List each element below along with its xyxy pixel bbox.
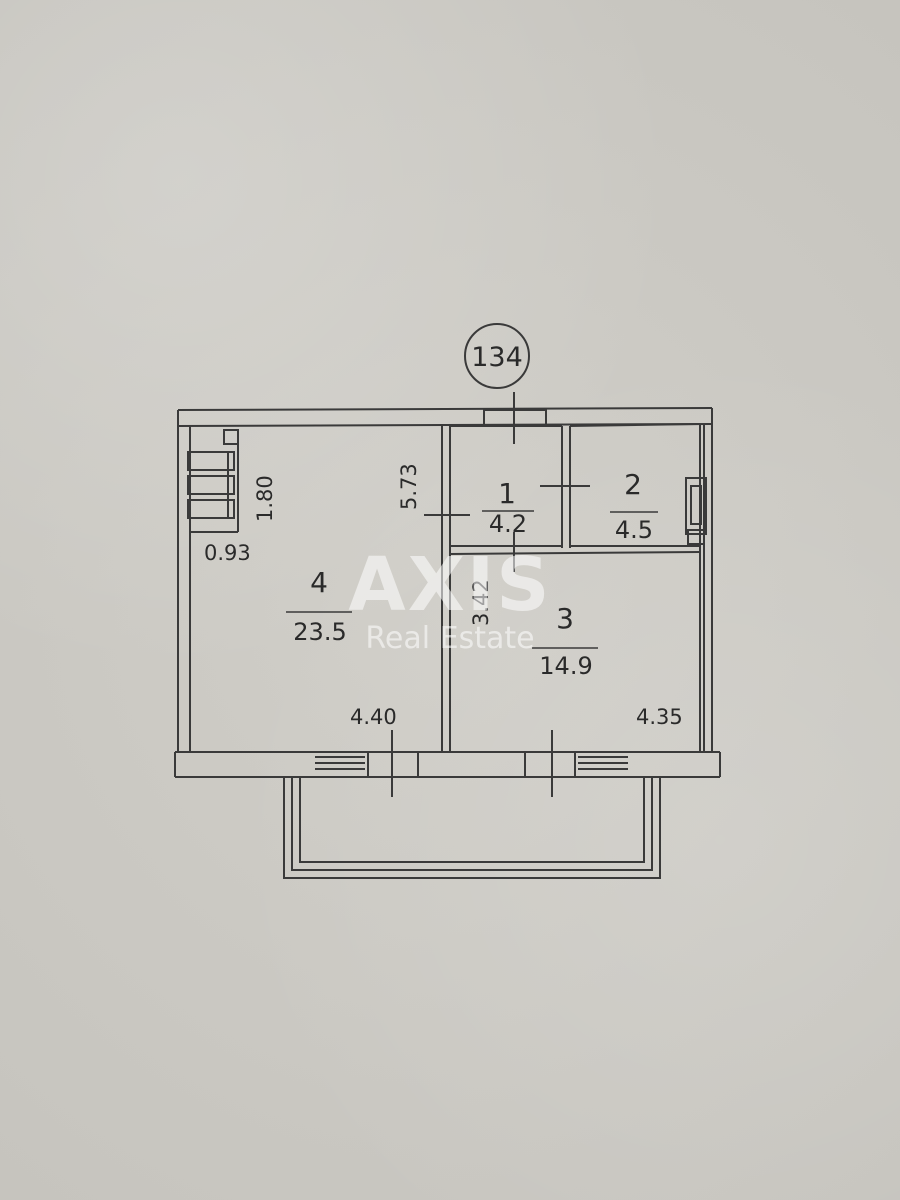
- room-1: 1 4.2: [482, 477, 534, 538]
- unit-number-badge: 134: [464, 323, 530, 389]
- room-4-area: 23.5: [293, 618, 346, 646]
- interior-walls: [441, 423, 701, 752]
- dimension-4-35: 4.35: [636, 705, 683, 729]
- room-2-area: 4.5: [615, 516, 653, 544]
- room-2-number: 2: [624, 468, 642, 501]
- room-2: 2 4.5: [610, 468, 658, 544]
- room-3-area: 14.9: [539, 652, 592, 680]
- room-1-area: 4.2: [489, 510, 527, 538]
- wardrobe: [187, 429, 239, 533]
- dimension-marks: [391, 392, 590, 797]
- room-1-number: 1: [498, 477, 516, 510]
- balcony: [283, 777, 661, 879]
- room-4-number: 4: [310, 566, 328, 599]
- bath-fixture: [685, 477, 707, 545]
- room-4: 4 23.5: [286, 566, 352, 646]
- dimension-0-93: 0.93: [204, 541, 251, 565]
- dimension-5-73: 5.73: [397, 463, 421, 510]
- dimension-4-40: 4.40: [350, 705, 397, 729]
- dimension-1-80: 1.80: [253, 475, 277, 522]
- dimension-3-42: 3.42: [469, 579, 493, 626]
- unit-number: 134: [471, 342, 523, 373]
- room-3: 3 14.9: [532, 602, 598, 680]
- windows: [315, 752, 628, 777]
- room-3-number: 3: [556, 602, 574, 635]
- watermark: AXIS Real Estate: [348, 542, 551, 656]
- watermark-tagline: Real Estate: [365, 621, 534, 656]
- watermark-brand: AXIS: [348, 542, 551, 628]
